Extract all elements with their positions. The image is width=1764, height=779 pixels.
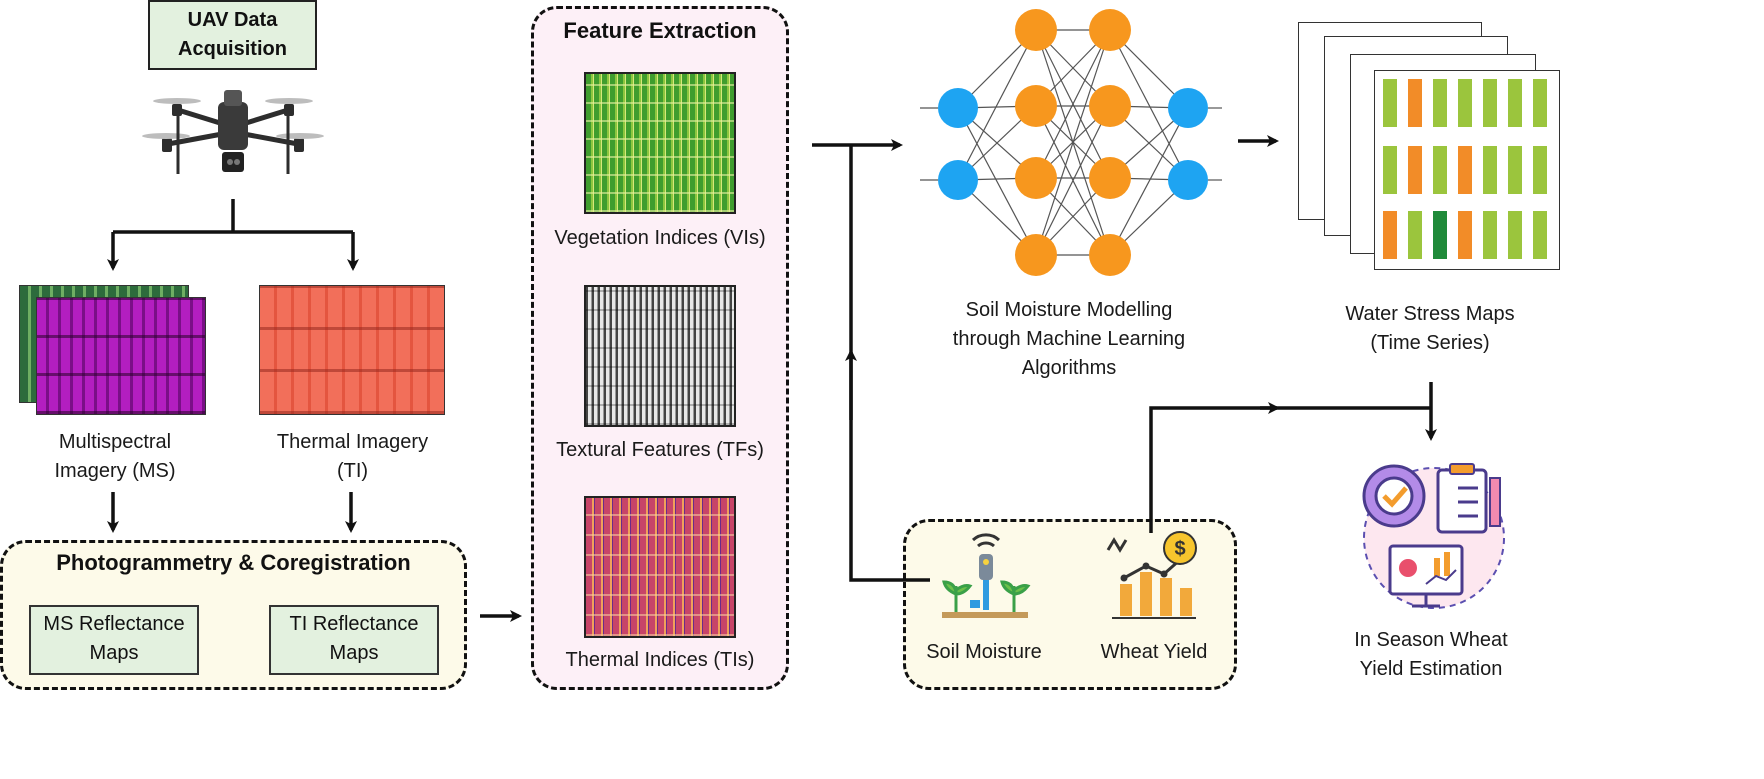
connector-arrows: [107, 135, 1437, 622]
soil-sensor-icon: [936, 528, 1032, 624]
water-stress-maps-stack: [1296, 20, 1564, 276]
feature-extraction-title: Feature Extraction: [563, 18, 757, 43]
soil-moisture-label: Soil Moisture: [926, 641, 1042, 663]
thermal-image: [259, 285, 445, 415]
neural-network-diagram: [920, 9, 1222, 276]
network-edges: [920, 29, 1222, 256]
hidden-node-8: [1089, 234, 1131, 276]
drone-icon: [138, 82, 328, 187]
vegetation-indices-label: Vegetation Indices (VIs): [554, 227, 766, 249]
hidden-node-5: [1089, 9, 1131, 51]
input-node-2: [938, 160, 978, 200]
uav-title: UAV Data Acquisition: [178, 9, 287, 60]
hidden-node-4: [1015, 234, 1057, 276]
vegetation-indices-image: [584, 72, 736, 214]
yield-chart-icon: $: [1104, 528, 1200, 624]
ms-reflectance-maps-box: MS Reflectance Maps: [29, 605, 199, 675]
textural-features-image: [584, 285, 736, 427]
output-node-1: [1168, 88, 1208, 128]
output-node-2: [1168, 160, 1208, 200]
thermal-label: Thermal Imagery (TI): [276, 431, 429, 482]
hidden-node-3: [1015, 157, 1057, 199]
thermal-indices-label: Thermal Indices (TIs): [565, 649, 755, 671]
wheat-yield-label: Wheat Yield: [1100, 641, 1208, 663]
modelling-label: Soil Moisture Modelling through Machine …: [952, 299, 1186, 379]
yield-estimation-label: In Season Wheat Yield Estimation: [1354, 629, 1508, 680]
photogrammetry-title: Photogrammetry & Coregistration: [56, 550, 411, 575]
hidden-node-2: [1015, 85, 1057, 127]
uav-data-acquisition-box: UAV Data Acquisition: [148, 0, 317, 70]
textural-features-label: Textural Features (TFs): [556, 439, 764, 461]
svg-text:$: $: [1174, 538, 1185, 560]
stress-map-sheet-front: [1374, 70, 1560, 270]
ti-reflectance-maps-box: TI Reflectance Maps: [269, 605, 439, 675]
input-node-1: [938, 88, 978, 128]
yield-estimation-icon: [1346, 444, 1516, 614]
water-stress-label: Water Stress Maps (Time Series): [1345, 303, 1515, 354]
hidden-node-1: [1015, 9, 1057, 51]
multispectral-image: [36, 297, 206, 415]
multispectral-label: Multispectral Imagery (MS): [54, 431, 176, 482]
hidden-node-7: [1089, 157, 1131, 199]
hidden-node-6: [1089, 85, 1131, 127]
thermal-indices-image: [584, 496, 736, 638]
